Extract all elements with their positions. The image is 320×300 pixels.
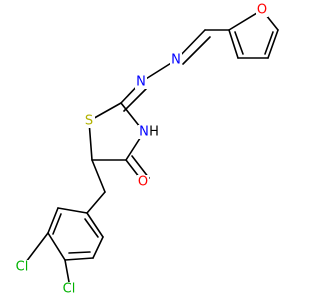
bond-28	[52, 213, 62, 235]
atom-label-s-ring: S	[85, 114, 93, 129]
atom-label-cl-meta: Cl	[16, 260, 29, 275]
atom-s-ring: S	[83, 114, 95, 129]
atom-cl-para: Cl	[60, 282, 78, 297]
atom-o-carbonyl: O	[137, 175, 149, 190]
bond-30	[84, 218, 99, 238]
bond-9	[182, 36, 211, 65]
bond-26	[92, 236, 104, 259]
bond-12	[123, 88, 147, 112]
bond-4	[228, 29, 239, 59]
bond-31	[25, 232, 49, 263]
bond-21	[86, 191, 106, 214]
bond-22	[57, 207, 88, 214]
atom-label-n-imine-a: N	[171, 53, 181, 68]
atom-label-o-furan: O	[257, 3, 267, 18]
bond-27	[86, 212, 104, 238]
bond-29	[68, 251, 91, 254]
atom-label-cl-para: Cl	[63, 282, 76, 297]
bond-5	[234, 31, 244, 55]
bond-32	[64, 259, 70, 283]
atom-n-imine-b: N	[135, 75, 147, 90]
bond-23	[47, 207, 59, 234]
bond-20	[91, 159, 106, 193]
bond-1	[267, 29, 279, 59]
atom-o-furan: O	[256, 3, 268, 18]
atom-label-o-carbonyl: O	[138, 175, 148, 190]
atom-n-imine-a: N	[170, 53, 182, 68]
bond-25	[64, 257, 94, 261]
molecule-structure: O N N S N H O Cl Cl	[13, 2, 279, 297]
atom-label-layer: O N N S N H O Cl Cl	[13, 3, 268, 297]
atom-label-n-ring: N	[139, 125, 149, 140]
atom-label-h-ring: H	[149, 125, 159, 140]
atom-n-ring: N H	[138, 125, 159, 140]
bond-2	[264, 31, 274, 55]
atom-cl-meta: Cl	[13, 260, 31, 275]
bond-layer	[25, 9, 279, 283]
atom-label-n-imine-b: N	[136, 75, 146, 90]
bond-24	[47, 232, 66, 261]
bond-19	[131, 155, 150, 179]
